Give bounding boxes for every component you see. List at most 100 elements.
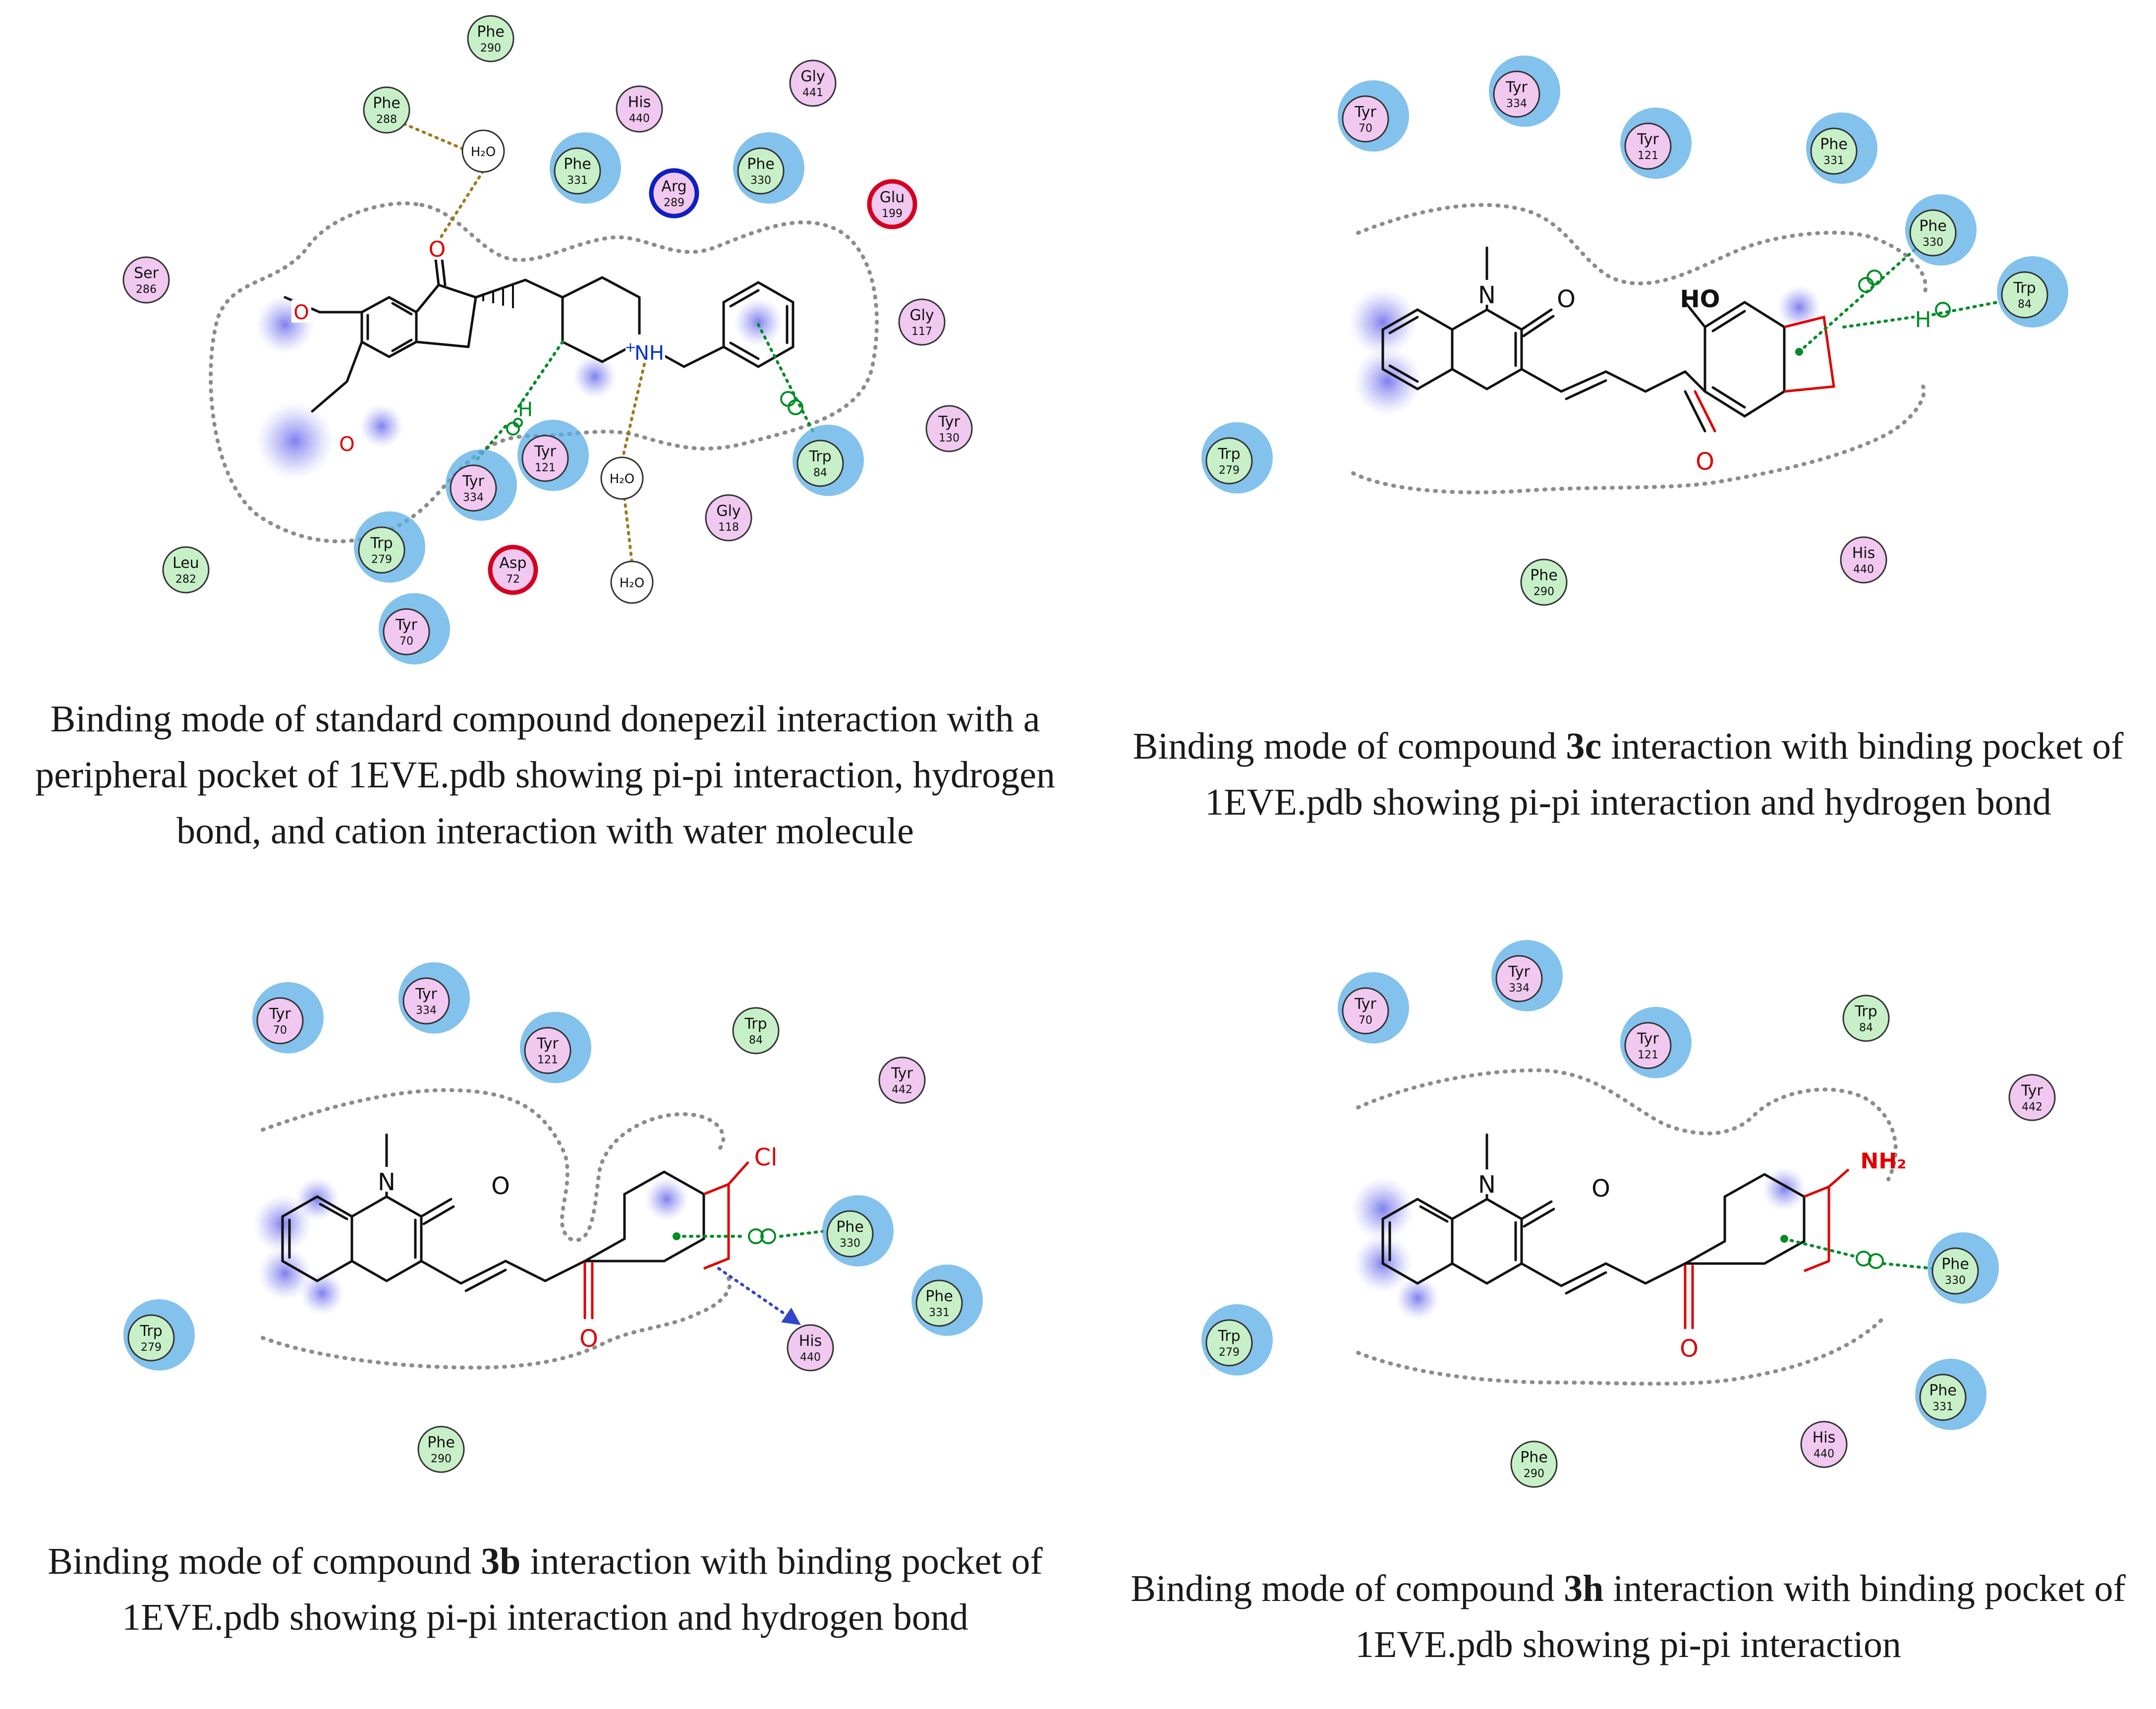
- pi-pi-icon: [506, 391, 803, 436]
- donepezil-ether-o1: O: [293, 301, 309, 324]
- residue-name: Tyr: [1354, 995, 1376, 1013]
- water-molecule: H₂O: [610, 560, 654, 604]
- residue-name: Phe: [477, 23, 505, 41]
- residue-number: 442: [892, 1084, 912, 1096]
- residue-name: Trp: [1217, 1327, 1240, 1345]
- residue-name: Tyr: [2021, 1082, 2043, 1100]
- donepezil-plus: +: [624, 339, 636, 355]
- residue-number: 290: [480, 42, 501, 55]
- 3b-cl: Cl: [754, 1144, 778, 1171]
- residue-number: 440: [629, 112, 650, 125]
- panel-3b: N O O Cl: [253, 1088, 824, 1370]
- residue-name: Tyr: [534, 443, 556, 460]
- 3h-o: O: [1591, 1175, 1610, 1203]
- residue-number: 290: [1524, 1468, 1544, 1480]
- residue-name: Phe: [925, 1288, 953, 1305]
- residue-number: 279: [141, 1341, 162, 1354]
- residue-name: Phe: [564, 156, 591, 173]
- residue-name: Tyr: [938, 413, 960, 431]
- residue-number: 442: [2022, 1101, 2043, 1113]
- residue-number: 289: [664, 197, 684, 209]
- residue-number: 279: [1219, 1346, 1240, 1359]
- residue-name: Asp: [499, 554, 526, 572]
- caption-3b: Binding mode of compound 3b interaction …: [48, 1541, 1043, 1638]
- residue-name: Tyr: [1637, 131, 1659, 148]
- residue-his-440: His 440: [1800, 1421, 1848, 1468]
- residue-name: Ser: [134, 265, 159, 282]
- residue-name: Tyr: [415, 986, 437, 1003]
- residue-number: 288: [376, 113, 397, 126]
- residue-number: 440: [800, 1351, 821, 1364]
- residue-number: 334: [416, 1004, 437, 1017]
- residue-name: His: [1813, 1429, 1836, 1446]
- residue-name: Gly: [716, 502, 740, 520]
- 3h-ketone-o: O: [1680, 1335, 1699, 1363]
- residue-name: Tyr: [536, 1035, 559, 1052]
- residue-number: 331: [1932, 1401, 1953, 1413]
- residue-name: Trp: [1217, 445, 1240, 463]
- residue-name: His: [799, 1332, 822, 1350]
- water-molecule: H₂O: [461, 129, 505, 173]
- residue-name: Trp: [1854, 1003, 1877, 1020]
- residue-number: 84: [2018, 298, 2032, 311]
- residue-number: 331: [929, 1307, 950, 1319]
- residue-number: 282: [175, 573, 196, 586]
- residue-number: 121: [537, 1054, 558, 1066]
- residue-number: 290: [1533, 586, 1554, 598]
- residue-number: 334: [1506, 98, 1527, 110]
- residue-name: Gly: [800, 68, 825, 85]
- residue-name: Tyr: [395, 616, 417, 634]
- 3c-ho: HO: [1680, 285, 1720, 313]
- 3b-n: N: [378, 1168, 396, 1196]
- donepezil-carbonyl-o: O: [429, 237, 446, 262]
- residue-number: 279: [1219, 464, 1240, 477]
- residue-number: 330: [750, 174, 771, 187]
- residue-number: 440: [1814, 1448, 1834, 1460]
- donepezil-bonds: [284, 254, 794, 413]
- residue-number: 70: [1359, 122, 1372, 135]
- residue-name: Phe: [747, 156, 775, 173]
- water-label: H₂O: [620, 576, 644, 591]
- 3h-nh2: NH₂: [1861, 1149, 1907, 1174]
- residue-number: 130: [939, 432, 960, 444]
- residue-glu-199: Glu 199: [867, 179, 917, 229]
- residue-number: 279: [371, 553, 392, 566]
- residue-name: Phe: [1530, 567, 1558, 584]
- residue-name: Tyr: [1354, 104, 1376, 121]
- residue-phe-331: Phe 331: [911, 1265, 983, 1336]
- residue-number: 118: [718, 521, 739, 534]
- residue-gly-441: Gly 441: [789, 59, 837, 107]
- 3c-h: H: [1915, 307, 1931, 332]
- residue-name: Phe: [1941, 1256, 1969, 1273]
- 3c-ketone-o: O: [1696, 448, 1714, 476]
- caption-3c: Binding mode of compound 3c interaction …: [1133, 725, 2124, 823]
- residue-number: 117: [911, 326, 932, 338]
- residue-name: Glu: [880, 189, 905, 206]
- residue-name: Phe: [1919, 218, 1947, 235]
- residue-number: 441: [802, 87, 823, 99]
- residue-number: 199: [882, 208, 903, 220]
- residue-name: Tyr: [462, 473, 484, 490]
- residue-name: His: [628, 94, 651, 111]
- residue-number: 331: [1823, 155, 1844, 167]
- panel-3c: N O HO O H: [1348, 203, 1999, 495]
- residue-name: Arg: [661, 178, 686, 195]
